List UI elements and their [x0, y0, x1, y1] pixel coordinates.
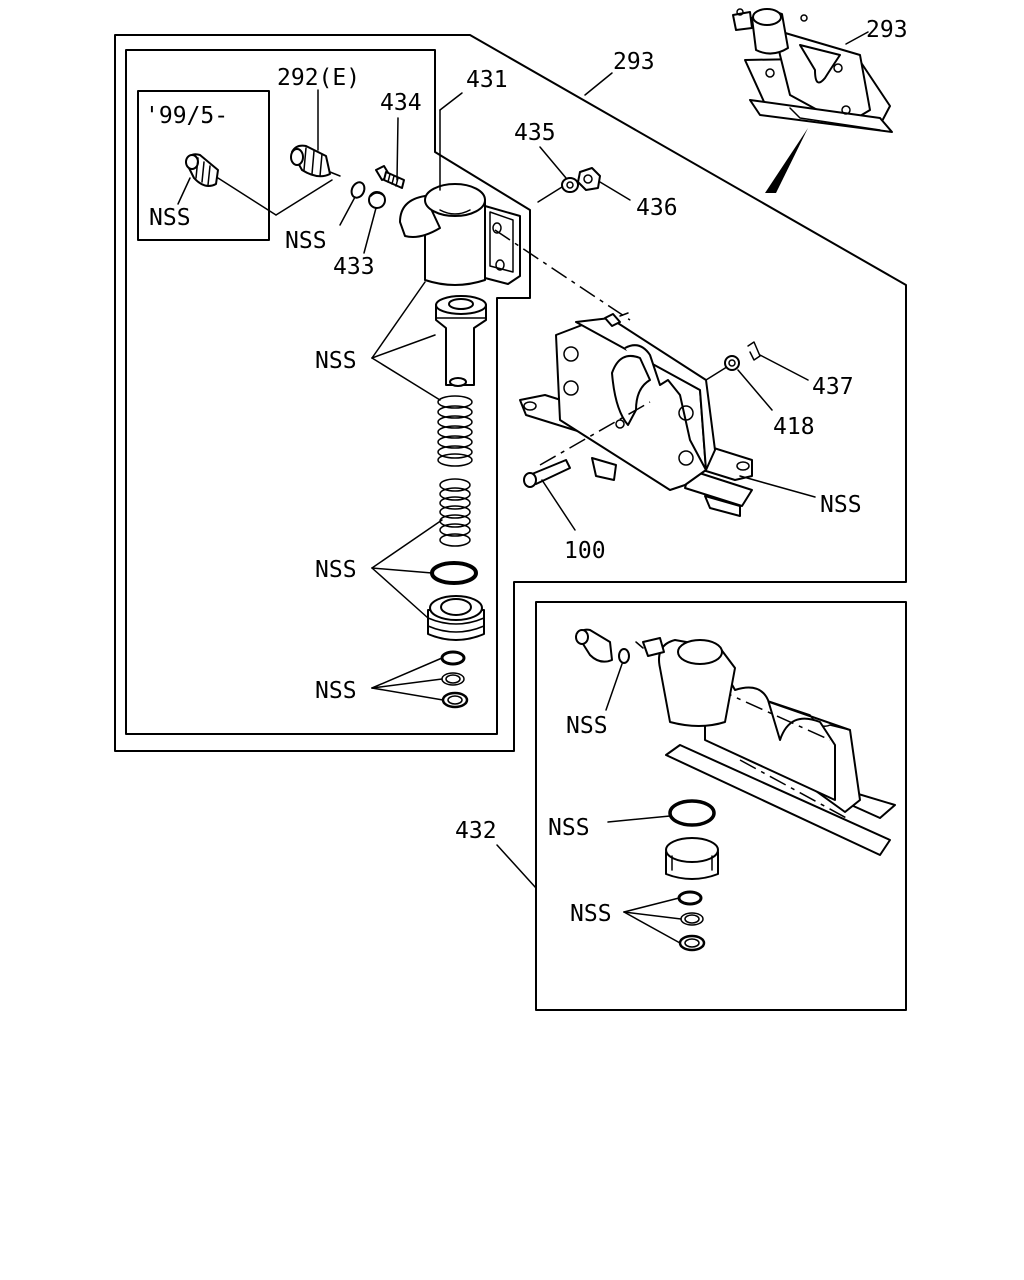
label-nss-432-oring: NSS: [548, 815, 590, 841]
washer-418: [724, 355, 773, 411]
ring-1: [440, 650, 466, 666]
outer-frame-293: [114, 34, 907, 752]
valve-body-431: [399, 92, 631, 321]
inner-frame-431: [125, 49, 531, 735]
label-nss-oring: NSS: [285, 228, 327, 254]
label-nss-piston: NSS: [315, 348, 357, 374]
label-nss-rings: NSS: [315, 678, 357, 704]
ring-3: [441, 691, 469, 709]
nss-leaders-432: [623, 897, 682, 944]
label-292e: 292(E): [277, 65, 360, 91]
o-ring-432: [668, 799, 716, 827]
label-437: 437: [812, 374, 854, 400]
label-nss-432-rings: NSS: [570, 901, 612, 927]
label-100: 100: [564, 538, 606, 564]
plug: [427, 595, 485, 641]
spring-lower: [439, 478, 471, 547]
bolt-99-5: [177, 153, 333, 216]
label-nss-date-box: NSS: [149, 205, 191, 231]
label-434: 434: [380, 90, 422, 116]
clip-437: [747, 341, 809, 381]
nut-436: [577, 167, 631, 201]
cap-432: [665, 837, 719, 880]
label-435: 435: [514, 120, 556, 146]
latch-mechanism: [519, 312, 753, 517]
switch-432: [575, 628, 630, 711]
ring-432-1: [677, 890, 703, 906]
label-293: 293: [613, 49, 655, 75]
washer-435: [537, 146, 579, 203]
o-ring-large: [430, 561, 478, 585]
label-293-overview: 293: [866, 17, 908, 43]
spring-upper: [437, 395, 473, 467]
label-nss-432-switch: NSS: [566, 713, 608, 739]
label-431: 431: [466, 67, 508, 93]
label-432: 432: [455, 818, 497, 844]
assembly-293-overview: [732, 8, 893, 193]
o-ring-small: [350, 181, 366, 199]
frame-432: [535, 601, 907, 1011]
label-nss-latch: NSS: [820, 492, 862, 518]
cap-433: [363, 191, 386, 254]
pin-100: [523, 459, 576, 531]
nss-leaders-left: [371, 281, 444, 701]
ring-432-3: [678, 934, 706, 952]
label-436: 436: [636, 195, 678, 221]
switch-292e: [290, 89, 341, 178]
label-nss-plug: NSS: [315, 557, 357, 583]
date-box: [137, 90, 270, 241]
bolt-434: [375, 117, 405, 189]
label-433: 433: [333, 254, 375, 280]
label-418: 418: [773, 414, 815, 440]
label-date-code: '99/5-: [145, 103, 228, 129]
piston: [435, 295, 487, 387]
assembly-432: [635, 637, 896, 856]
